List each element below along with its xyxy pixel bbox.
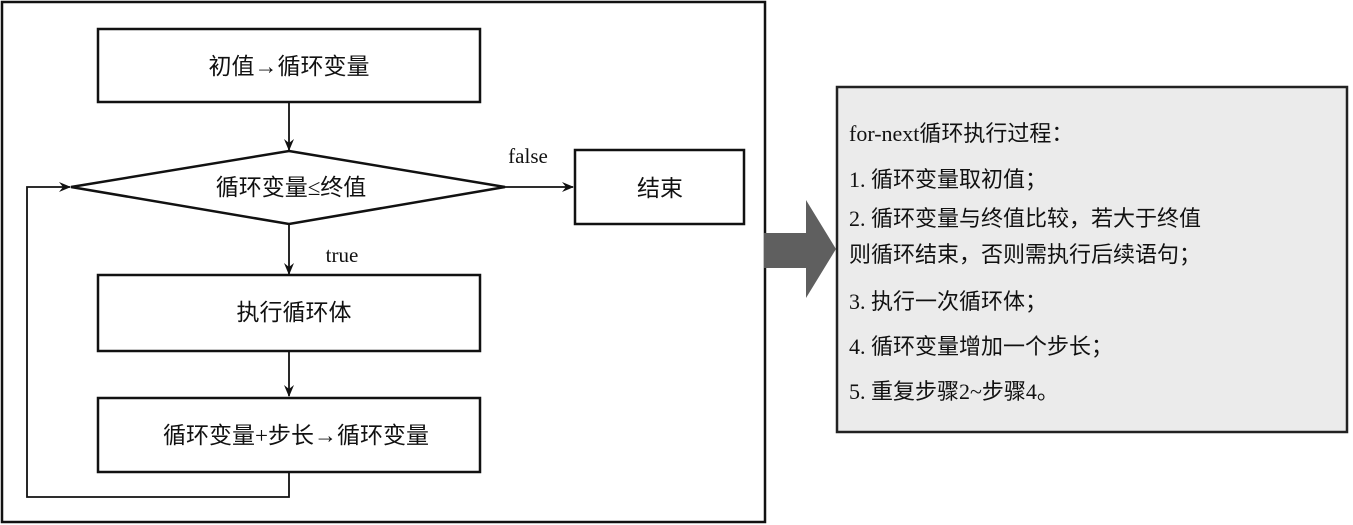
increment-text: 循环变量+步长→循环变量: [163, 423, 429, 448]
description-step: 2. 循环变量与终值比较，若大于终值: [849, 206, 1201, 231]
description-box: [835, 85, 1349, 434]
condition-text: 循环变量≤终值: [216, 175, 367, 200]
description-step: 则循环结束，否则需执行后续语句；: [849, 242, 1201, 267]
body-text: 执行循环体: [237, 300, 352, 325]
increment-box: [96, 396, 482, 474]
description-step: 5. 重复步骤2~步骤4。: [849, 379, 1059, 404]
true-label: true: [326, 243, 359, 267]
end-text: 结束: [637, 176, 683, 201]
body-box: [96, 273, 482, 353]
loop-back-arrow: [26, 182, 290, 498]
big-right-arrow-icon: [764, 200, 836, 298]
end-box: [573, 148, 746, 226]
description-step: 3. 执行一次循环体；: [849, 289, 1047, 314]
description-title: for-next循环执行过程：: [849, 121, 1073, 146]
description-step: 1. 循环变量取初值；: [849, 167, 1047, 192]
init-text: 初值→循环变量: [209, 54, 370, 79]
description-step: 4. 循环变量增加一个步长；: [849, 334, 1113, 359]
false-label: false: [508, 144, 548, 168]
init-box: [96, 27, 482, 104]
